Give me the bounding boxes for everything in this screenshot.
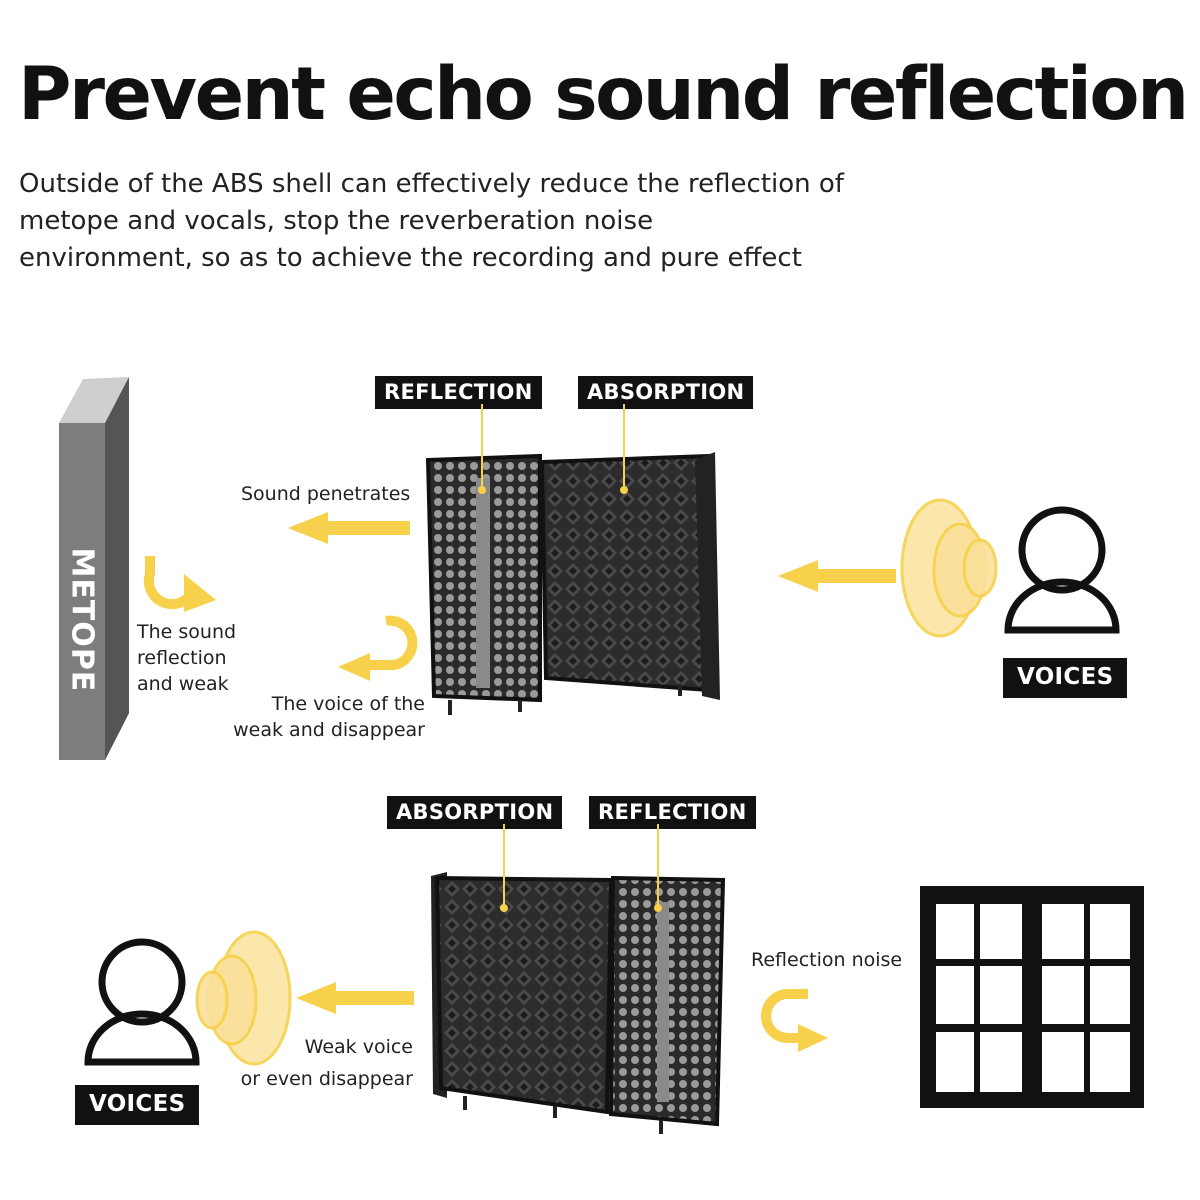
arrow-left-icon <box>778 560 896 592</box>
label-reflection-noise: Reflection noise <box>751 949 903 971</box>
label-voice-weak: The voice of the weak and disappear <box>205 691 425 743</box>
label-voice-weak-line-2: weak and disappear <box>233 719 425 741</box>
label-sound-penetrates: Sound penetrates <box>241 483 411 505</box>
description-line-3: environment, so as to achieve the record… <box>19 243 802 273</box>
pointer-reflection-top <box>478 404 486 494</box>
voices-label-top: VOICES <box>1003 658 1128 698</box>
pointer-absorption-top <box>620 404 628 494</box>
u-turn-arrow-icon <box>761 989 828 1052</box>
arrow-left-icon <box>296 982 414 1014</box>
label-sound-reflection: The sound reflection and weak <box>137 619 236 697</box>
person-icon <box>1004 506 1120 634</box>
arrow-left-icon <box>288 512 410 544</box>
voices-label-bottom: VOICES <box>75 1085 200 1125</box>
pointer-absorption-bottom <box>500 824 508 912</box>
person-icon <box>84 938 200 1066</box>
label-sound-reflection-line-3: and weak <box>137 673 229 695</box>
vocal-shield-top <box>425 452 720 715</box>
u-turn-arrow-icon <box>143 556 216 612</box>
description: Outside of the ABS shell can effectively… <box>19 166 919 277</box>
tag-absorption-bottom: ABSORPTION <box>387 796 563 829</box>
window-illustration <box>920 886 1144 1108</box>
label-weak-voice-line-2: or even disappear <box>240 1068 413 1090</box>
description-line-2: metope and vocals, stop the reverberatio… <box>19 206 654 236</box>
label-weak-voice-line-1: Weak voice <box>304 1036 413 1058</box>
label-voice-weak-line-1: The voice of the <box>271 693 425 715</box>
sound-wave-icon <box>195 930 292 1066</box>
sound-wave-icon <box>900 498 998 638</box>
vocal-shield-bottom <box>431 872 726 1134</box>
pointer-reflection-bottom <box>654 824 662 912</box>
headline: Prevent echo sound reflection <box>18 52 1189 137</box>
label-sound-reflection-line-1: The sound <box>137 621 237 643</box>
label-sound-reflection-line-2: reflection <box>137 647 227 669</box>
tag-reflection-bottom: REFLECTION <box>589 796 756 829</box>
u-turn-back-arrow-icon <box>338 615 418 681</box>
wall-label: METOPE <box>64 547 100 693</box>
wall-illustration <box>59 377 129 760</box>
description-line-1: Outside of the ABS shell can effectively… <box>19 169 844 199</box>
label-weak-voice: Weak voice or even disappear <box>213 1034 413 1092</box>
tag-absorption-top: ABSORPTION <box>578 376 754 409</box>
tag-reflection-top: REFLECTION <box>375 376 542 409</box>
